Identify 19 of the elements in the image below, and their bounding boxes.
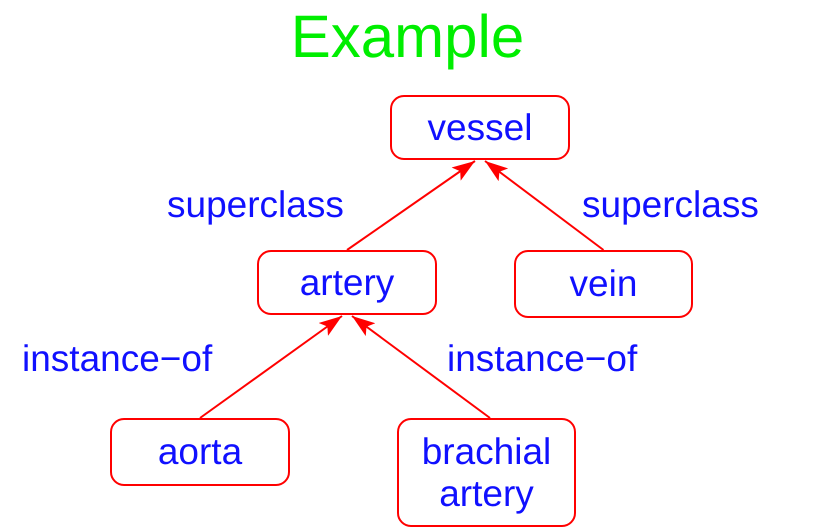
class-box: [397, 418, 576, 527]
node-label: artery: [300, 262, 394, 304]
node-label: brachial artery: [420, 430, 552, 514]
arrow: [484, 160, 604, 251]
edge-label: instance−of: [22, 338, 212, 380]
title: Example: [290, 2, 526, 72]
node-label: vein: [570, 263, 638, 305]
edge-label: superclass: [167, 184, 344, 226]
arrow: [199, 315, 343, 419]
node-label: aorta: [158, 431, 242, 473]
edge-label: superclass: [582, 184, 759, 226]
class-box: [110, 418, 290, 486]
class-box: [514, 250, 693, 318]
class-box: [257, 250, 437, 315]
node-label: vessel: [428, 106, 532, 148]
arrow: [351, 315, 491, 419]
edge-label: instance−of: [447, 338, 638, 380]
class-box: [390, 95, 570, 160]
arrow: [346, 160, 476, 251]
